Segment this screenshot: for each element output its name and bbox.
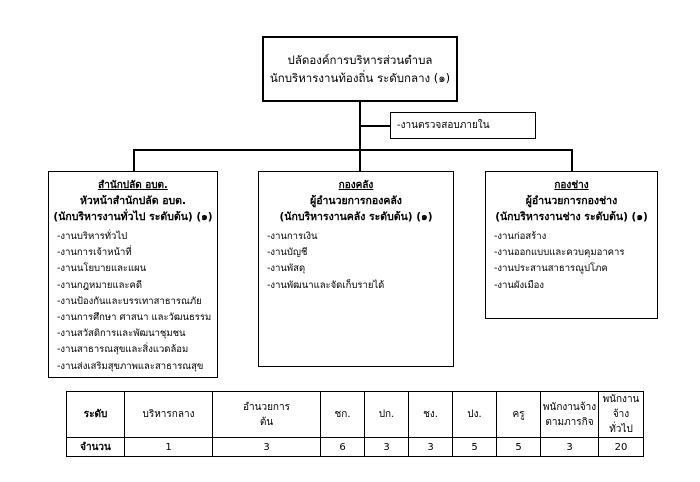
- drop-left: [133, 149, 135, 171]
- header-cell: พนักงานจ้าง ทั่วไป: [598, 391, 644, 438]
- chief-title: ปลัดองค์การบริหารส่วนตำบล: [287, 53, 433, 67]
- drop-right: [571, 149, 573, 171]
- dept-head: ผู้อำนวยการกองคลัง: [310, 195, 402, 207]
- value-cell: 5: [496, 437, 541, 457]
- task-item: -งานป้องกันและบรรเทาสาธารณภัย: [57, 295, 202, 307]
- dept-head: ผู้อำนวยการกองช่าง: [525, 195, 618, 207]
- internal-audit-box: -งานตรวจสอบภายใน: [390, 112, 536, 139]
- header-cell: พนักงานจ้าง ตามภารกิจ: [540, 391, 599, 438]
- task-item: -งานประสานสาธารณูปโภค: [494, 263, 608, 275]
- dept-name: กองคลัง: [338, 180, 374, 191]
- task-item: -งานออกแบบและควบคุมอาคาร: [494, 247, 625, 259]
- task-item: -งานการเจ้าหน้าที่: [57, 247, 132, 259]
- header-cell: อำนวยการ ต้น: [212, 391, 321, 438]
- staffing-table: ระดับ บริหารกลาง อำนวยการ ต้น ชก. ปก. ชง…: [66, 391, 644, 457]
- task-item: -งานบริหารทั่วไป: [57, 231, 128, 242]
- value-cell: 3: [212, 437, 321, 457]
- header-cell: ปง.: [452, 391, 497, 438]
- task-item: -งานนโยบายและแผน: [57, 263, 147, 275]
- value-cell: 3: [408, 437, 453, 457]
- dept-name: กองช่าง: [554, 180, 589, 191]
- value-cell: 5: [452, 437, 497, 457]
- value-cell: 20: [598, 437, 644, 457]
- task-item: -งานพัฒนาและจัดเก็บรายได้: [267, 279, 385, 291]
- task-item: -งานสาธารณสุขและสิ่งแวดล้อม: [57, 344, 189, 356]
- dept-office-box: สำนักปลัด อบต. หัวหน้าสำนักปลัด อบต. (นั…: [48, 171, 218, 378]
- chief-position: นักบริหารงานท้องถิ่น ระดับกลาง (๑): [269, 71, 451, 85]
- internal-audit-label: -งานตรวจสอบภายใน: [397, 120, 490, 131]
- task-item: -งานผังเมือง: [494, 279, 544, 291]
- header-cell: ชก.: [320, 391, 365, 438]
- header-cell: ครู: [496, 391, 541, 438]
- task-item: -งานก่อสร้าง: [494, 231, 547, 242]
- header-cell: ระดับ: [66, 391, 125, 438]
- value-cell: 3: [540, 437, 599, 457]
- header-cell: ปก.: [364, 391, 409, 438]
- header-cell: ชง.: [408, 391, 453, 438]
- row-label: จำนวน: [66, 437, 125, 457]
- task-item: -งานการศึกษา ศาสนา และวัฒนธรรม: [57, 312, 212, 324]
- branch-line: [133, 149, 572, 151]
- dept-name: สำนักปลัด อบต.: [98, 180, 168, 191]
- task-item: -งานส่งเสริมสุขภาพและสาธารณสุข: [57, 360, 204, 372]
- dept-head: หัวหน้าสำนักปลัด อบต.: [79, 195, 186, 207]
- header-row: ระดับ บริหารกลาง อำนวยการ ต้น ชก. ปก. ชง…: [66, 391, 644, 438]
- drop-center: [359, 149, 361, 171]
- dept-finance-box: กองคลัง ผู้อำนวยการกองคลัง (นักบริหารงาน…: [258, 171, 454, 367]
- task-item: -งานพัสดุ: [267, 263, 306, 275]
- value-cell: 1: [124, 437, 213, 457]
- dept-engineering-box: กองช่าง ผู้อำนวยการกองช่าง (นักบริหารงาน…: [485, 171, 658, 319]
- task-item: -งานบัญชี: [267, 247, 308, 259]
- task-item: -งานกฎหมายและคดี: [57, 279, 143, 291]
- table-row: จำนวน 1 3 6 3 3 5 5 3 20: [66, 437, 644, 457]
- chief-administrator-box: ปลัดองค์การบริหารส่วนตำบล นักบริหารงานท้…: [262, 36, 458, 102]
- task-list: -งานก่อสร้าง -งานออกแบบและควบคุมอาคาร -ง…: [490, 229, 653, 294]
- value-cell: 6: [320, 437, 365, 457]
- dept-position: (นักบริหารงานคลัง ระดับต้น) (๑): [279, 211, 433, 223]
- value-cell: 3: [364, 437, 409, 457]
- task-item: -งานสวัสดิการและพัฒนาชุมชน: [57, 328, 186, 340]
- dept-position: (นักบริหารงานทั่วไป ระดับต้น) (๑): [53, 211, 213, 223]
- task-list: -งานการเงิน -งานบัญชี -งานพัสดุ -งานพัฒน…: [263, 229, 449, 294]
- dept-position: (นักบริหารงานช่าง ระดับต้น) (๑): [495, 211, 648, 223]
- header-cell: บริหารกลาง: [124, 391, 213, 438]
- task-list: -งานบริหารทั่วไป -งานการเจ้าหน้าที่ -งาน…: [53, 229, 213, 375]
- audit-connector: [359, 125, 390, 127]
- task-item: -งานการเงิน: [267, 231, 318, 242]
